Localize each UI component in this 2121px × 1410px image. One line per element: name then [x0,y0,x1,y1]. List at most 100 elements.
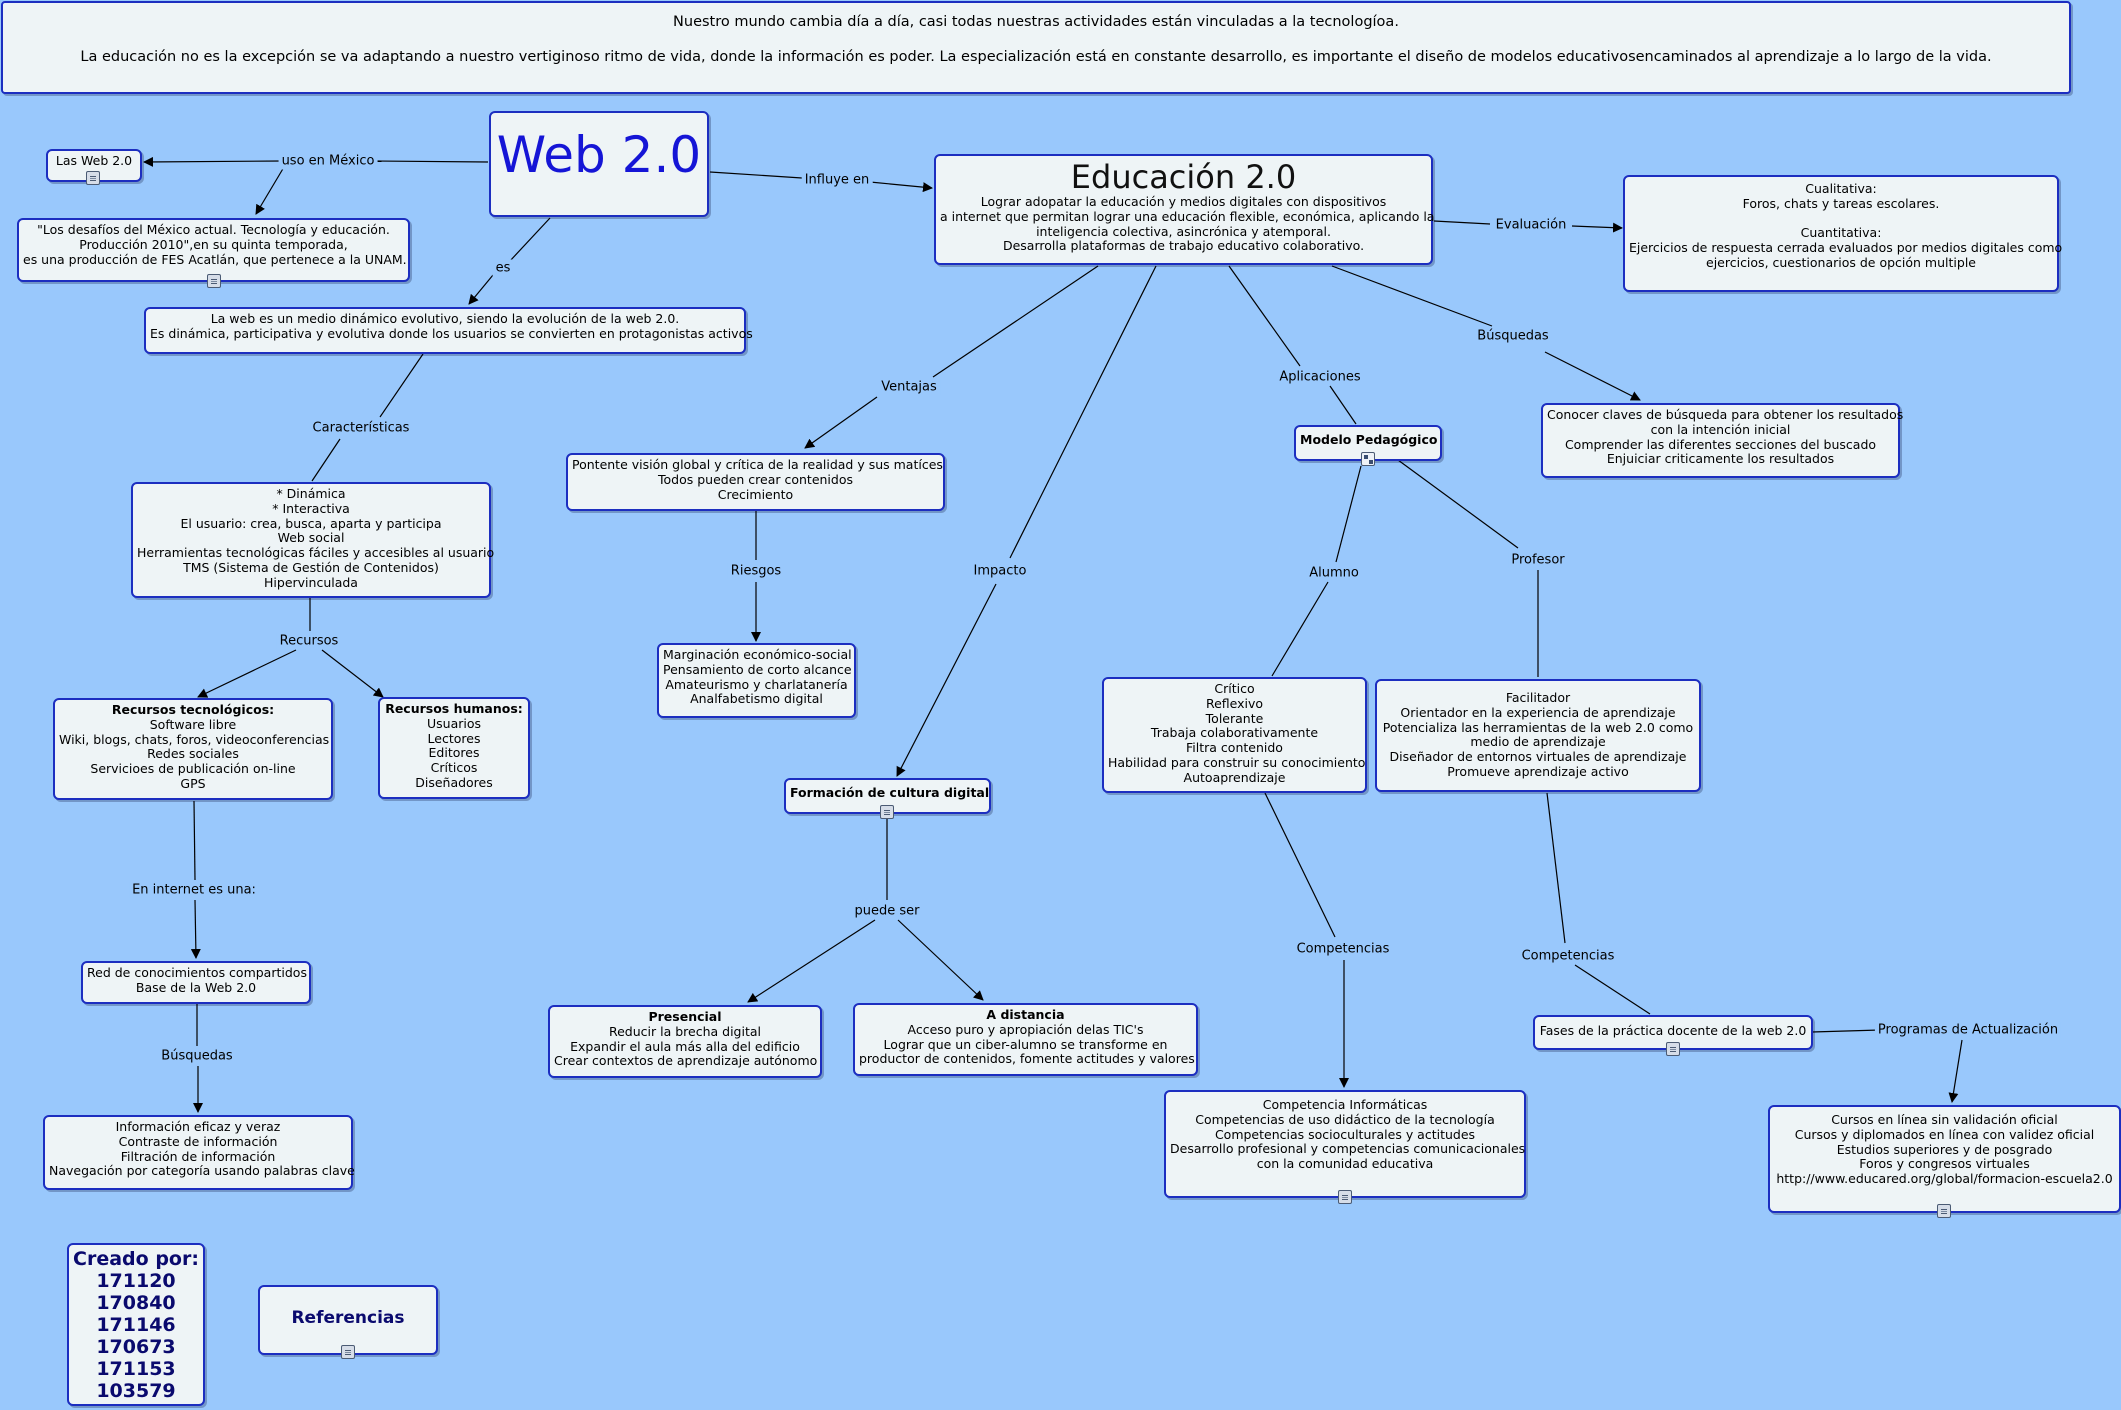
educacion20-title: Educación 2.0 [1070,158,1297,196]
profesor-item: Potencializa las herramientas de la web … [1382,719,1694,735]
link-label-caracteristicas: Características [309,419,413,437]
curso-item: Cursos en línea sin validación oficial [1831,1112,2058,1127]
busquedas-educacion-concept[interactable]: Conocer claves de búsqueda para obtener … [1541,403,1904,478]
credit-id: 171146 [96,1314,176,1336]
recursos-tecnologicos-concept[interactable]: Recursos tecnológicos: Software libre Wi… [53,698,333,800]
document-icon[interactable] [341,1345,355,1359]
link-evaluacion-box [1571,222,1623,233]
a-distancia-concept[interactable]: A distancia Acceso puro y apropiación de… [853,1003,1198,1076]
recurso-hum-item: Editores [428,745,480,761]
link-web20-uso [375,160,489,163]
distancia-item: Lograr que un ciber-alumno se transforme… [883,1036,1168,1052]
link-edu-evaluacion [1433,220,1491,225]
alumno-item: Tolerante [1205,710,1264,726]
link-alumno-box [1271,581,1329,677]
profesor-item: Orientador en la experiencia de aprendiz… [1400,704,1676,720]
web20-title: Web 2.0 [496,126,702,184]
link-impacto-formacion [896,583,997,777]
link-label-alumno: Alumno [1306,564,1362,582]
recurso-hum-item: Lectores [427,730,481,746]
credit-id: 103579 [96,1380,176,1402]
ventaja-item: Pontente visión global y crítica de la r… [572,457,943,472]
document-icon[interactable] [86,171,100,185]
web-def-line: La web es un medio dinámico evolutivo, s… [210,311,680,326]
web-definition-concept[interactable]: La web es un medio dinámico evolutivo, s… [144,307,753,354]
presencial-item: Expandir el aula más alla del edificio [570,1038,800,1054]
competencias-concept[interactable]: Competencia Informáticas Competencias de… [1164,1090,1526,1198]
red-line: Base de la Web 2.0 [135,979,257,995]
link-internet-red [190,899,201,959]
desafios-line: Producción 2010",en su quinta temporada, [79,236,348,252]
link-label-aplicaciones: Aplicaciones [1276,368,1364,386]
profesor-concept[interactable]: Facilitador Orientador en la experiencia… [1375,679,1701,792]
link-recursos-tec [197,649,297,698]
caracteristicas-concept[interactable]: * Dinámica * Interactiva El usuario: cre… [131,482,494,598]
formacion-label: Formación de cultura digital [790,785,990,800]
busqueda-item: Enjuiciar criticamente los resultados [1606,451,1835,467]
banner-line: Nuestro mundo cambia día a día, casi tod… [673,14,1399,30]
link-tec-internet [193,800,196,881]
document-icon[interactable] [880,805,894,819]
link-profesor-competencias [1546,792,1566,944]
web20-concept[interactable]: Web 2.0 [489,111,709,217]
credit-id: 170673 [96,1336,176,1358]
document-icon[interactable] [1937,1204,1951,1218]
busqueda-item: con la intención inicial [1650,421,1791,437]
riesgo-item: Pensamiento de corto alcance [663,661,852,677]
curso-item: Estudios superiores y de posgrado [1836,1141,2053,1157]
alumno-concept[interactable]: Crítico Reflexivo Tolerante Trabaja cola… [1102,677,1367,793]
curso-link[interactable]: http://www.educared.org/global/formacion… [1776,1171,2113,1187]
formacion-cultura-digital-concept[interactable]: Formación de cultura digital [784,778,991,814]
riesgo-item: Analfabetismo digital [690,691,823,707]
document-icon[interactable] [1666,1042,1680,1056]
presencial-item: Reducir la brecha digital [608,1023,761,1039]
link-label-busquedas-web: Búsquedas [158,1047,236,1065]
ventajas-concept[interactable]: Pontente visión global y crítica de la r… [566,453,945,511]
link-puedeser-distancia [897,919,984,1001]
evaluacion-concept[interactable]: Cualitativa: Foros, chats y tareas escol… [1623,175,2062,292]
presencial-concept[interactable]: Presencial Reducir la brecha digital Exp… [548,1005,822,1078]
concept-map-icon[interactable] [1361,452,1375,466]
informacion-concept[interactable]: Información eficaz y veraz Contraste de … [43,1115,355,1190]
caracteristica-item: Web social [277,530,345,546]
link-es-webdef [468,274,494,305]
recursos-tec-title: Recursos tecnológicos: [111,702,275,717]
evaluacion-line: ejercicios, cuestionarios de opción mult… [1706,254,1976,270]
link-edu-busquedas [1331,265,1493,327]
riesgos-concept[interactable]: Marginación económico-social Pensamiento… [657,643,856,718]
link-modelo-profesor [1397,459,1519,549]
link-label-busquedas-edu: Búsquedas [1474,327,1552,345]
riesgo-item: Marginación económico-social [663,647,852,662]
red-conocimientos-concept[interactable]: Red de conocimientos compartidos Base de… [81,961,311,1004]
credit-id: 171120 [96,1270,176,1292]
link-edu-ventajas [932,265,1099,378]
profesor-item: Diseñador de entornos virtuales de apren… [1389,749,1687,765]
recurso-hum-item: Críticos [430,760,478,776]
recurso-tec-item: Redes sociales [147,746,239,762]
recurso-hum-item: Diseñadores [415,774,493,790]
cursos-concept[interactable]: Cursos en línea sin validación oficial C… [1768,1105,2121,1213]
alumno-item: Crítico [1214,681,1255,696]
desafios-concept[interactable]: "Los desafíos del México actual. Tecnolo… [17,218,410,282]
link-label-recursos: Recursos [276,632,342,650]
educacion-line: Lograr adopatar la educación y medios di… [980,194,1387,209]
link-modelo-alumno [1335,465,1362,563]
educacion-line: inteligencia colectiva, asincrónica y at… [1036,223,1331,239]
recursos-humanos-concept[interactable]: Recursos humanos: Usuarios Lectores Edit… [378,697,530,799]
credit-id: 171153 [96,1358,176,1380]
educacion-line: a internet que permitan lograr una educa… [940,208,1435,224]
link-label-competencias-alumno: Competencias [1293,940,1393,958]
fases-practica-docente-concept[interactable]: Fases de la práctica docente de la web 2… [1533,1015,1813,1050]
intro-banner: Nuestro mundo cambia día a día, casi tod… [1,1,2071,94]
informacion-item: Navegación por categoría usando palabras… [49,1163,355,1179]
banner-line: La educación no es la excepción se va ad… [80,49,1992,65]
document-icon[interactable] [207,274,221,288]
link-busquedas-box [1544,351,1641,401]
educacion20-concept[interactable]: Educación 2.0 Lograr adopatar la educaci… [934,154,1435,265]
document-icon[interactable] [1338,1190,1352,1204]
credit-id: 170840 [96,1292,176,1314]
busqueda-item: Conocer claves de búsqueda para obtener … [1547,407,1904,422]
link-label-uso-mexico: uso en México [278,152,378,170]
riesgo-item: Amateurismo y charlatanería [665,676,848,692]
